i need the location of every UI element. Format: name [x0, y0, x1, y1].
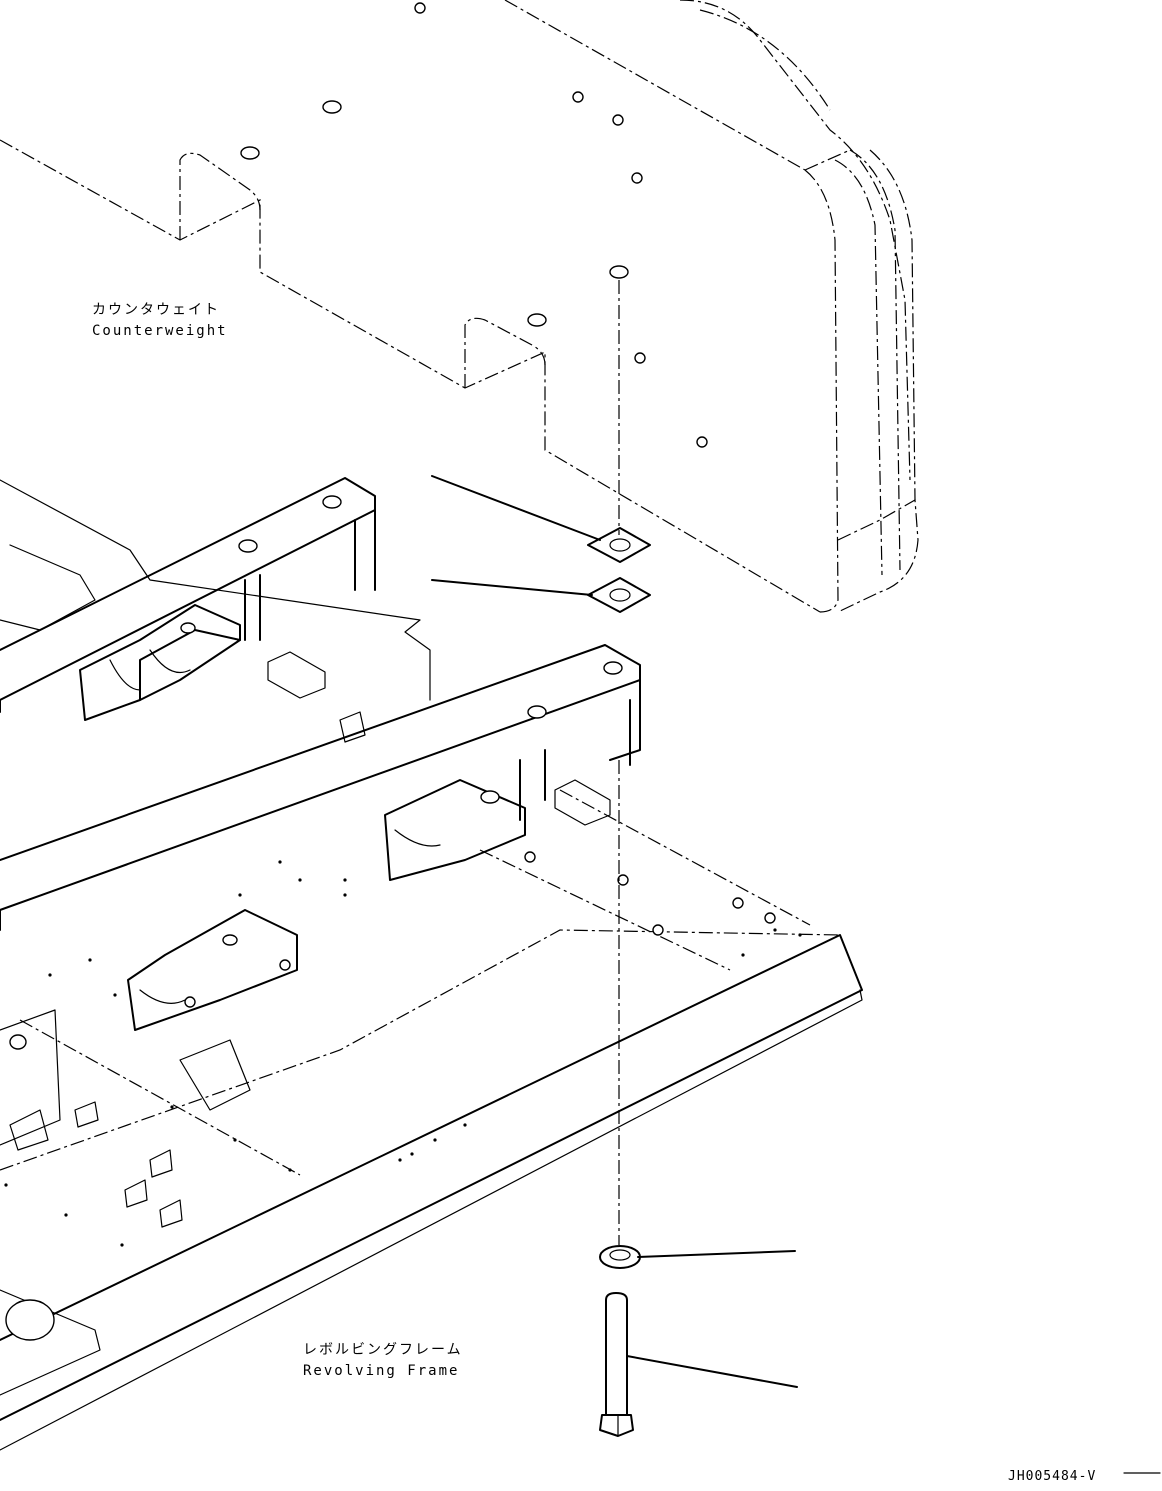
washer [599, 1245, 641, 1269]
drawing-code: JH005484-V [1008, 1469, 1096, 1484]
counterweight [0, 0, 919, 613]
revolving-frame [0, 477, 863, 1451]
hex-bolt [599, 1292, 634, 1437]
counterweight-label-jp: カウンタウェイト [92, 302, 220, 318]
leader-lines [431, 475, 798, 1388]
revolving-frame-label-jp: レボルビングフレーム [303, 1342, 463, 1358]
frame-bolt-holes [4, 860, 802, 1247]
shim-plates [587, 527, 651, 613]
revolving-frame-label-en: Revolving Frame [303, 1363, 459, 1379]
counterweight-label-en: Counterweight [92, 323, 228, 339]
